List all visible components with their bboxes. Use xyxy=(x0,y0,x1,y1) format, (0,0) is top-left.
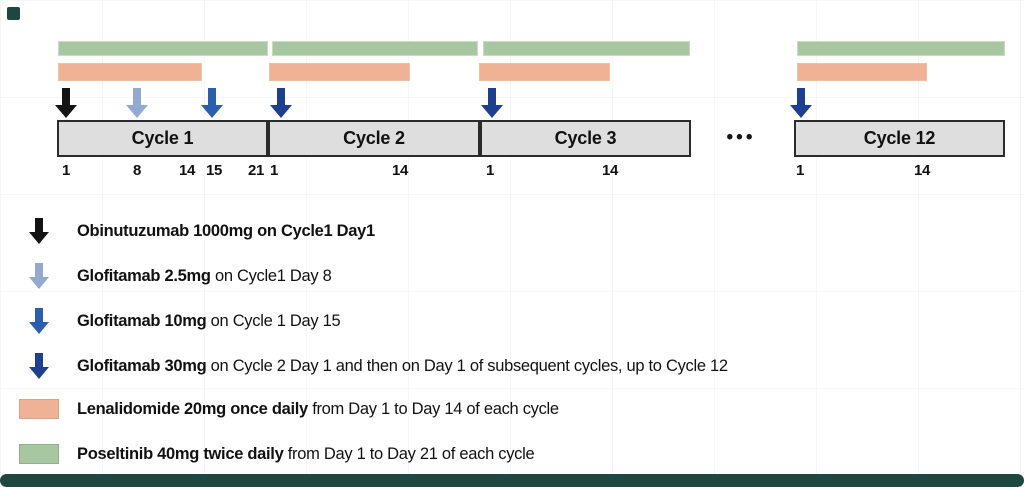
poseltinib-bar-cycle2 xyxy=(272,41,478,56)
day-tick: 1 xyxy=(485,162,495,179)
legend-text: Obinutuzumab 1000mg on Cycle1 Day1 xyxy=(77,222,375,241)
arrow-head xyxy=(201,105,223,118)
legend-text-rest: on Cycle 2 Day 1 and then on Day 1 of su… xyxy=(206,356,728,375)
arrow-shaft xyxy=(35,352,43,368)
lenalidomide-bar-cycle3 xyxy=(479,63,610,81)
legend-row-glofitamab-30mg: Glofitamab 30mg on Cycle 2 Day 1 and the… xyxy=(17,351,728,381)
obinutuzumab-arrow-icon xyxy=(55,88,77,119)
cycle-1-box: Cycle 1 xyxy=(57,120,268,157)
legend-marker-cell xyxy=(17,399,61,419)
day-tick: 1 xyxy=(61,162,71,179)
legend-marker-cell xyxy=(17,307,61,335)
legend-text-bold: Obinutuzumab 1000mg on Cycle1 Day1 xyxy=(77,221,375,240)
glofitamab-30mg-arrow-cycle2 xyxy=(270,88,292,119)
legend-marker-cell xyxy=(17,444,61,464)
lenalidomide-swatch-icon xyxy=(19,399,59,419)
legend-text: Lenalidomide 20mg once daily from Day 1 … xyxy=(77,400,559,419)
legend-text-rest: from Day 1 to Day 14 of each cycle xyxy=(307,399,559,418)
legend-text-rest: from Day 1 to Day 21 of each cycle xyxy=(283,444,535,463)
cycle-3-box: Cycle 3 xyxy=(480,120,691,157)
arrow-shaft xyxy=(488,88,496,106)
lenalidomide-bar-cycle12 xyxy=(797,63,927,81)
legend-text: Poseltinib 40mg twice daily from Day 1 t… xyxy=(77,444,535,464)
arrow-head xyxy=(126,105,148,118)
legend-marker-cell xyxy=(17,217,61,245)
legend-row-poseltinib: Poseltinib 40mg twice daily from Day 1 t… xyxy=(17,439,535,469)
legend-row-glofitamab-10mg: Glofitamab 10mg on Cycle 1 Day 15 xyxy=(17,306,341,336)
arrow-head xyxy=(29,321,49,334)
arrow-shaft xyxy=(208,88,216,106)
glofitamab-30mg-arrow-cycle3 xyxy=(481,88,503,119)
day-tick: 8 xyxy=(132,162,142,179)
cycle-2-box: Cycle 2 xyxy=(268,120,480,157)
bottom-bar xyxy=(0,474,1024,487)
arrow-shaft xyxy=(35,217,43,233)
glofitamab-10mg-arrow-icon xyxy=(201,88,223,119)
cycle-2-label: Cycle 2 xyxy=(343,128,405,148)
day-tick: 15 xyxy=(205,162,223,179)
arrow-head xyxy=(55,105,77,118)
arrow-shaft xyxy=(797,88,805,106)
arrow-shaft xyxy=(35,262,43,278)
lenalidomide-bar-cycle2 xyxy=(269,63,410,81)
day-tick: 1 xyxy=(795,162,805,179)
legend-text-rest: on Cycle1 Day 8 xyxy=(210,266,332,285)
cycle-1-label: Cycle 1 xyxy=(131,128,194,148)
glofitamab-2.5mg-arrow-icon xyxy=(29,262,49,290)
cycle-3-label: Cycle 3 xyxy=(554,128,617,148)
poseltinib-bar-cycle3 xyxy=(483,41,690,56)
day-tick: 21 xyxy=(247,162,265,179)
arrow-shaft xyxy=(62,88,70,106)
arrow-shaft xyxy=(277,88,285,106)
cycle-12-label: Cycle 12 xyxy=(863,128,936,148)
legend-text-bold: Glofitamab 10mg xyxy=(77,311,207,330)
legend-text: Glofitamab 30mg on Cycle 2 Day 1 and the… xyxy=(77,357,728,376)
arrow-head xyxy=(29,366,49,379)
legend-text-bold: Glofitamab 30mg xyxy=(77,356,207,375)
day-tick: 1 xyxy=(269,162,279,179)
poseltinib-swatch-icon xyxy=(19,444,59,464)
legend-text-bold: Lenalidomide 20mg once daily xyxy=(77,399,308,418)
day-tick: 14 xyxy=(391,162,409,179)
legend-marker-cell xyxy=(17,352,61,380)
legend-text-bold: Poseltinib 40mg twice daily xyxy=(77,444,284,463)
poseltinib-bar-cycle1 xyxy=(58,41,268,56)
legend-row-glofitamab-2.5mg: Glofitamab 2.5mg on Cycle1 Day 8 xyxy=(17,261,332,291)
legend-marker-cell xyxy=(17,262,61,290)
arrow-head xyxy=(270,105,292,118)
arrow-shaft xyxy=(35,307,43,323)
day-tick: 14 xyxy=(178,162,196,179)
day-tick: 14 xyxy=(913,162,931,179)
corner-marker xyxy=(7,7,20,20)
glofitamab-10mg-arrow-icon xyxy=(29,307,49,335)
arrow-head xyxy=(29,276,49,289)
lenalidomide-bar-cycle1 xyxy=(58,63,202,81)
cycle-gap-ellipsis: ••• xyxy=(726,127,756,148)
legend-text: Glofitamab 2.5mg on Cycle1 Day 8 xyxy=(77,267,332,286)
glofitamab-2.5mg-arrow-icon xyxy=(126,88,148,119)
legend-text-rest: on Cycle 1 Day 15 xyxy=(206,311,341,330)
arrow-shaft xyxy=(133,88,141,106)
arrow-head xyxy=(790,105,812,118)
legend-row-lenalidomide: Lenalidomide 20mg once daily from Day 1 … xyxy=(17,394,559,424)
glofitamab-30mg-arrow-icon xyxy=(29,352,49,380)
arrow-head xyxy=(481,105,503,118)
glofitamab-30mg-arrow-cycle12 xyxy=(790,88,812,119)
day-tick: 14 xyxy=(601,162,619,179)
obinutuzumab-arrow-icon xyxy=(29,217,49,245)
legend-row-obinutuzumab: Obinutuzumab 1000mg on Cycle1 Day1 xyxy=(17,216,375,246)
arrow-head xyxy=(29,231,49,244)
cycle-12-box: Cycle 12 xyxy=(794,120,1005,157)
poseltinib-bar-cycle12 xyxy=(797,41,1005,56)
legend-text-bold: Glofitamab 2.5mg xyxy=(77,266,211,285)
legend-text: Glofitamab 10mg on Cycle 1 Day 15 xyxy=(77,311,341,331)
